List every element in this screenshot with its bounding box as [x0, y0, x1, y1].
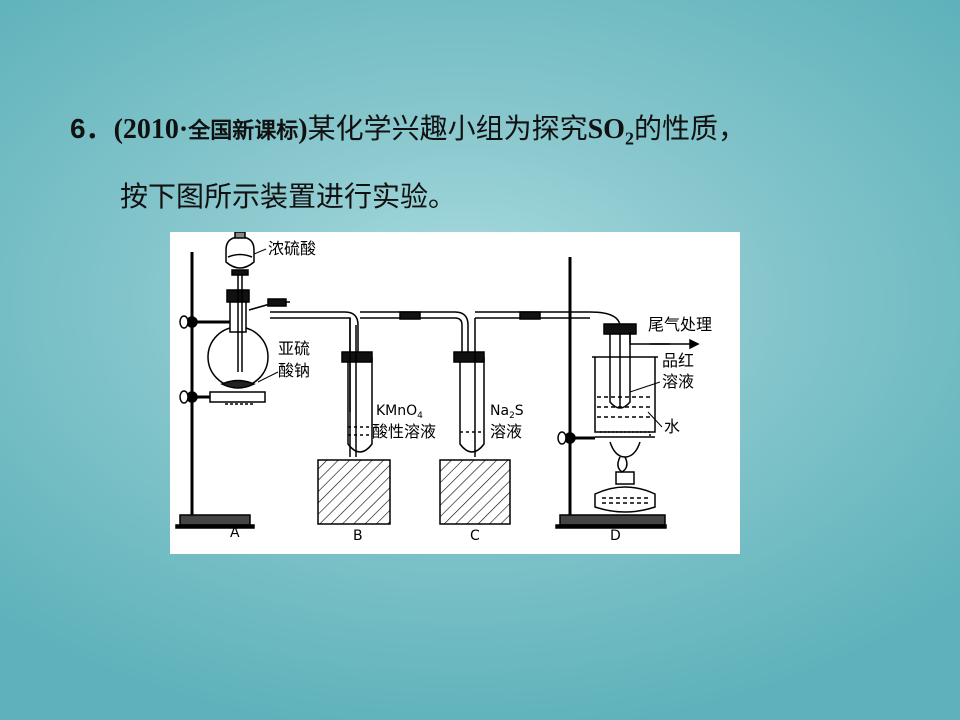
- problem-line-2: 按下图所示装置进行实验。: [120, 179, 457, 213]
- dropping-funnel: [225, 236, 255, 269]
- label-c: C: [470, 528, 480, 544]
- question-text-b: 的性质，: [633, 112, 746, 145]
- label-sulfite-2: 酸钠: [278, 361, 310, 380]
- source-open: (2010: [113, 114, 179, 145]
- test-tube-c: [459, 357, 485, 453]
- label-tail-gas: 尾气处理: [648, 315, 712, 334]
- stand-base-a: [179, 514, 251, 526]
- flame-d: [617, 456, 628, 473]
- apparatus-figure: A B C: [170, 231, 740, 554]
- label-na2s-desc: 溶液: [490, 422, 522, 441]
- label-na2s: Na2S: [490, 403, 524, 421]
- problem-line-1: 6．(2010·全国新课标)某化学兴趣小组为探究SO2的性质，: [70, 100, 910, 168]
- label-kmno4: KMnO4: [376, 403, 423, 421]
- label-pinhong-1: 品红: [662, 351, 694, 370]
- label-sulfite-1: 亚硫: [278, 339, 310, 358]
- label-a: A: [230, 525, 240, 541]
- label-d: D: [610, 528, 621, 544]
- stand-base-d: [559, 514, 666, 526]
- question-text-a: 某化学兴趣小组为探究: [307, 112, 588, 145]
- test-tube-b: [347, 357, 373, 453]
- alcohol-lamp: [594, 486, 656, 513]
- apparatus-c: C: [439, 318, 511, 544]
- apparatus-d: D: [555, 257, 700, 544]
- label-b: B: [353, 528, 363, 544]
- source-close: ): [298, 114, 308, 145]
- label-kmno4-desc: 酸性溶液: [372, 422, 436, 441]
- figure-labels: 浓硫酸 亚硫 酸钠 KMnO4 酸性溶液 Na2S 溶液 尾气处理 品红 溶液 …: [253, 239, 712, 441]
- apparatus-b: B: [317, 318, 391, 544]
- source-name: 全国新课标: [188, 119, 299, 144]
- problem-statement: 6．(2010·全国新课标)某化学兴趣小组为探究SO2的性质， 按下图所示装置进…: [70, 100, 910, 226]
- source-dot: ·: [178, 114, 189, 145]
- label-pinhong-2: 溶液: [662, 372, 694, 391]
- stand-block-b: [317, 459, 391, 525]
- beaker-d: [594, 357, 656, 433]
- test-tube-d: [609, 332, 631, 409]
- stand-block-c: [439, 459, 511, 525]
- apparatus-diagram: A B C: [175, 231, 712, 544]
- apparatus-a: A: [175, 231, 271, 541]
- label-conc-acid: 浓硫酸: [268, 239, 316, 258]
- question-number: 6．: [70, 113, 114, 144]
- label-water: 水: [664, 417, 680, 436]
- so2-formula: SO2: [587, 114, 634, 149]
- sodium-sulfite-solid: [220, 379, 256, 389]
